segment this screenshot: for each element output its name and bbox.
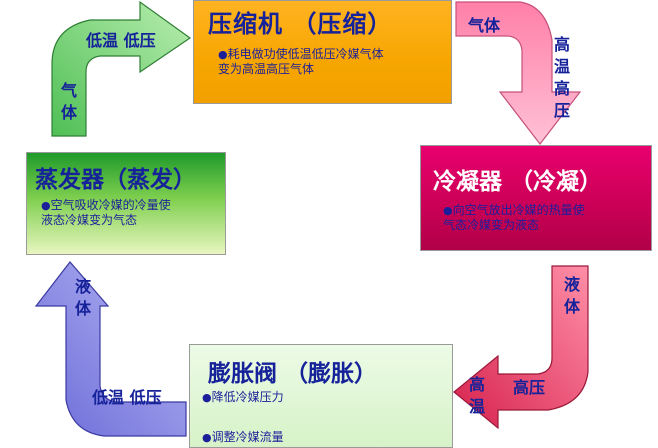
arrow-evaporator-to-compressor xyxy=(51,0,192,137)
label-high-temp-bottom: 高温 xyxy=(468,375,485,416)
expansion-valve-box: 膨胀阀 （膨胀） ●降低冷媒压力 ●调整冷媒流量 xyxy=(189,344,453,448)
label-low-temp-low-pressure-bottom: 低温 低压 xyxy=(92,388,162,407)
expansion-valve-title: 膨胀阀 （膨胀） xyxy=(208,360,378,387)
label-high-temp-high-pressure-top: 高温高压 xyxy=(553,35,570,120)
arrow-condenser-to-valve xyxy=(453,265,589,430)
bullet-icon: ● xyxy=(41,199,51,212)
bullet-icon: ● xyxy=(202,391,212,404)
label-high-pressure-bottom: 高压 xyxy=(513,378,546,397)
arrow-valve-to-evaporator xyxy=(34,261,187,437)
compressor-description: ●耗电做功使低温低压冷媒气体 变为高温高压气体 xyxy=(218,47,384,76)
evaporator-box: 蒸发器（蒸发） ●空气吸收冷媒的冷量使 液态冷媒变为气态 xyxy=(26,152,226,255)
evaporator-description: ●空气吸收冷媒的冷量使 液态冷媒变为气态 xyxy=(41,198,171,227)
expansion-valve-desc-2: ●调整冷媒流量 xyxy=(202,430,284,444)
bullet-icon: ● xyxy=(202,431,212,444)
bullet-icon: ● xyxy=(218,48,228,61)
expansion-valve-desc-1: ●降低冷媒压力 xyxy=(202,390,284,404)
arrow-compressor-to-condenser xyxy=(455,1,582,145)
condenser-box: 冷凝器 （冷凝） ●向空气放出冷媒的热量使 气态冷媒变为液态 xyxy=(420,145,652,251)
label-low-temp-low-pressure-top: 低温 低压 xyxy=(86,31,156,50)
bullet-icon: ● xyxy=(443,204,453,217)
label-gas-top-right: 气体 xyxy=(468,16,501,35)
compressor-title: 压缩机 （压缩） xyxy=(208,9,393,38)
condenser-title: 冷凝器 （冷凝） xyxy=(433,168,603,195)
label-gas-top-left: 气体 xyxy=(60,81,77,122)
label-liquid-bottom-left: 液体 xyxy=(74,277,91,318)
evaporator-title: 蒸发器（蒸发） xyxy=(35,166,196,193)
compressor-box: 压缩机 （压缩） ●耗电做功使低温低压冷媒气体 变为高温高压气体 xyxy=(193,0,452,104)
condenser-description: ●向空气放出冷媒的热量使 气态冷媒变为液态 xyxy=(443,203,585,232)
label-liquid-bottom-right: 液体 xyxy=(563,275,580,316)
